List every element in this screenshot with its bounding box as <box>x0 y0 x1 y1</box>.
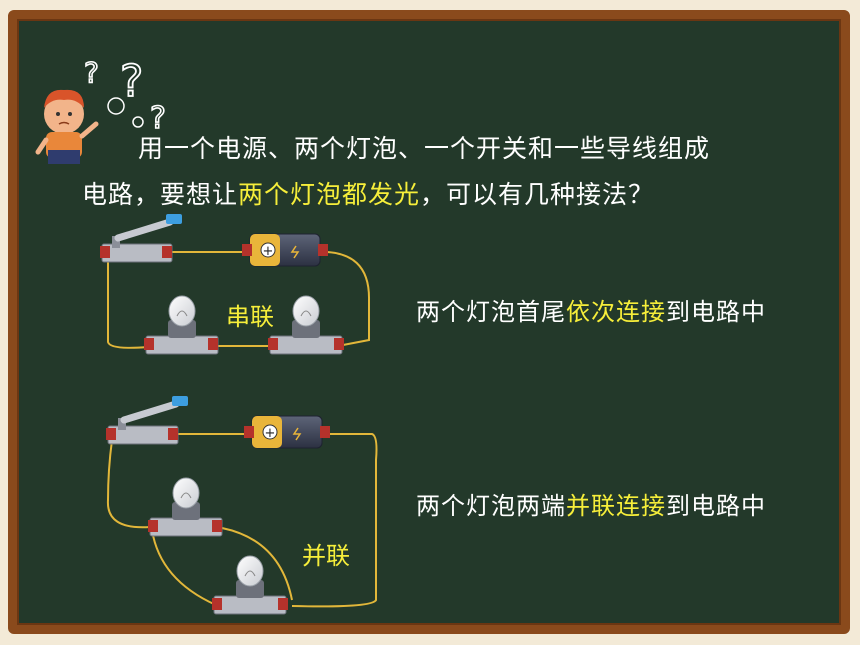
question-line-1: 用一个电源、两个灯泡、一个开关和一些导线组成 <box>138 134 711 163</box>
series-desc-pre: 两个灯泡首尾 <box>416 298 566 326</box>
svg-text:?: ? <box>120 56 143 107</box>
thinking-character-icon: ? ? ? <box>35 55 167 164</box>
series-desc-post: 到电路中 <box>666 298 766 326</box>
question-highlight: 两个灯泡都发光 <box>238 180 421 209</box>
series-description: 两个灯泡首尾依次连接到电路中 <box>416 292 766 327</box>
bulb-icon <box>148 477 223 537</box>
bulb-icon <box>268 295 344 355</box>
parallel-description: 两个灯泡两端并联连接到电路中 <box>416 486 766 521</box>
bulb-icon <box>144 295 219 355</box>
parallel-desc-highlight: 并联连接 <box>566 492 666 520</box>
question-text: 用一个电源、两个灯泡、一个开关和一些导线组成 电路，要想让两个灯泡都发光，可以有… <box>82 126 782 218</box>
battery-icon: + <box>244 415 330 449</box>
parallel-circuit-diagram: + <box>106 396 378 615</box>
switch-icon <box>100 214 182 263</box>
svg-text:?: ? <box>84 56 99 89</box>
svg-text:?: ? <box>150 101 166 136</box>
svg-text:+: + <box>263 244 274 259</box>
parallel-desc-pre: 两个灯泡两端 <box>416 492 566 520</box>
parallel-label: 并联 <box>302 542 350 570</box>
series-label: 串联 <box>226 303 274 331</box>
switch-icon <box>106 396 188 445</box>
series-circuit-diagram: + <box>100 214 371 355</box>
question-line-2-post: ，可以有几种接法？ <box>420 180 655 209</box>
bulb-icon <box>212 555 288 615</box>
svg-text:+: + <box>265 426 276 441</box>
question-line-2-pre: 电路，要想让 <box>82 180 239 209</box>
parallel-desc-post: 到电路中 <box>666 492 766 520</box>
series-desc-highlight: 依次连接 <box>566 298 666 326</box>
battery-icon: + <box>242 233 328 267</box>
